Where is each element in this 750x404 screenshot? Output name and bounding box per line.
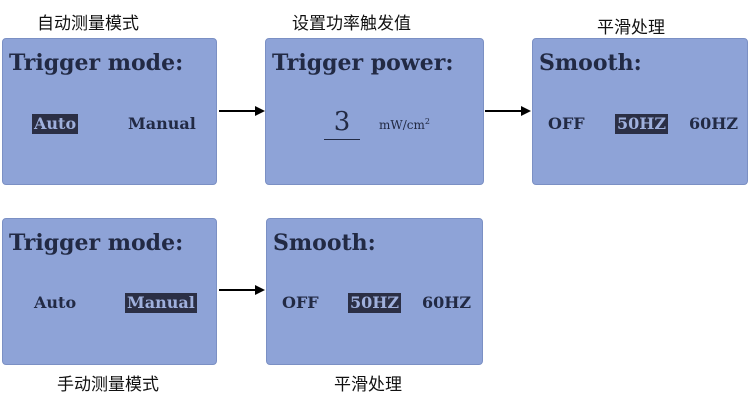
caption-smooth-top: 平滑处理: [597, 18, 665, 38]
screen-title: Trigger mode:: [9, 230, 184, 256]
screen-title: Smooth:: [273, 230, 376, 256]
power-unit: mW/cm2: [379, 117, 430, 132]
option-60hz[interactable]: 60HZ: [689, 114, 739, 133]
lcd-trigger-mode-auto: Trigger mode: Auto Manual: [2, 38, 217, 185]
arrow-right-icon: [219, 105, 265, 117]
lcd-trigger-mode-manual: Trigger mode: Auto Manual: [2, 218, 217, 365]
option-auto[interactable]: Auto: [34, 293, 77, 312]
arrow-right-icon: [219, 284, 265, 296]
option-50hz-selected[interactable]: 50HZ: [348, 293, 402, 313]
screen-title: Trigger power:: [272, 50, 454, 76]
caption-smooth-bottom: 平滑处理: [334, 375, 402, 395]
caption-manual-mode: 手动测量模式: [57, 375, 159, 395]
option-off[interactable]: OFF: [282, 293, 319, 312]
option-50hz-selected[interactable]: 50HZ: [615, 114, 669, 134]
lcd-trigger-power: Trigger power: 3 mW/cm2: [265, 38, 484, 185]
option-off[interactable]: OFF: [548, 114, 585, 133]
option-manual-selected[interactable]: Manual: [125, 293, 197, 313]
lcd-smooth-bottom: Smooth: OFF 50HZ 60HZ: [266, 218, 483, 365]
caption-auto-mode: 自动测量模式: [37, 14, 139, 34]
caption-trigger-power: 设置功率触发值: [292, 14, 411, 34]
screen-title: Trigger mode:: [9, 50, 184, 76]
option-auto-selected[interactable]: Auto: [32, 114, 79, 134]
power-unit-exponent: 2: [424, 117, 430, 126]
option-60hz[interactable]: 60HZ: [422, 293, 472, 312]
lcd-smooth-top: Smooth: OFF 50HZ 60HZ: [532, 38, 748, 185]
arrow-right-icon: [485, 105, 531, 117]
power-unit-base: mW/cm: [379, 118, 425, 132]
power-value-field[interactable]: 3: [324, 107, 360, 140]
screen-title: Smooth:: [539, 50, 642, 76]
option-manual[interactable]: Manual: [128, 114, 196, 133]
power-value: 3: [333, 107, 351, 137]
